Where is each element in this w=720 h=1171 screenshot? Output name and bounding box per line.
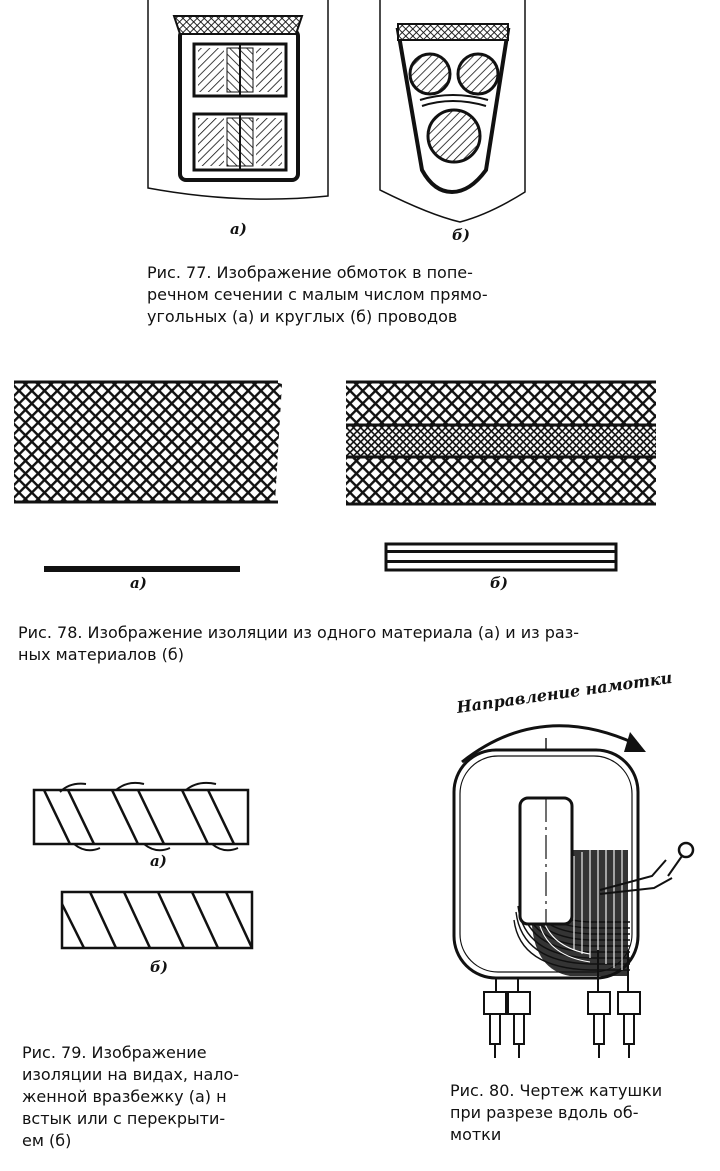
fig78-label-b: б) [490, 574, 508, 592]
fig77-drawing [147, 0, 526, 223]
fig77-label-a: а) [230, 220, 247, 238]
fig80-drawing [452, 724, 695, 1058]
fig79-drawing [32, 781, 254, 950]
fig80-caption: Рис. 80. Чертеж катушки при разрезе вдол… [450, 1081, 663, 1144]
fig79-label-a: а) [150, 852, 167, 870]
fig79-caption: Рис. 79. Изображение изоляции на видах, … [22, 1043, 240, 1150]
fig77-label-b: б) [452, 226, 470, 244]
fig78-label-a: а) [130, 574, 147, 592]
fig78-drawing [14, 380, 656, 572]
fig78-caption: Рис. 78. Изображение изоляции из одного … [18, 623, 579, 664]
fig77-caption: Рис. 77. Изображение обмоток в попе- реч… [147, 263, 488, 326]
fig79-label-b: б) [150, 958, 168, 976]
